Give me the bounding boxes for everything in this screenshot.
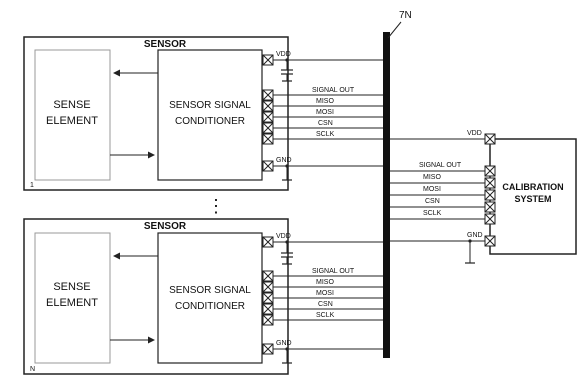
sensor-n-signal-out-pin (262, 270, 274, 282)
sensor-n-index: N (30, 366, 35, 373)
sensor-n-sclk-pin (262, 314, 274, 326)
sensor-n-conditioner-label-2: CONDITIONER (175, 301, 245, 312)
calibration-title-1: CALIBRATION (502, 182, 563, 192)
sensor-n-gnd-label: GND (276, 340, 292, 347)
calibration-csn-label: CSN (425, 198, 440, 205)
sensor-n-signal-out-label: SIGNAL OUT (312, 268, 355, 275)
calibration-title-2: SYSTEM (514, 194, 551, 204)
sensor-1-sclk-pin (262, 133, 274, 145)
sensor-1-signal-out-pin (262, 89, 274, 101)
calibration-gnd-label: GND (467, 232, 483, 239)
sensor-n-vdd-label: VDD (276, 233, 291, 240)
sensor-n-csn-label: CSN (318, 301, 333, 308)
sensor-1-sclk-label: SCLK (316, 131, 335, 138)
sensor-n-conditioner (157, 232, 263, 364)
sensor-1-csn-label: CSN (318, 120, 333, 127)
sensor-1-conditioner-label-1: SENSOR SIGNAL (169, 100, 251, 111)
sensor-1-gnd-label: GND (276, 157, 292, 164)
bus-label: 7N (399, 10, 412, 21)
calibration-mosi-pin (484, 189, 496, 201)
sensor-1: SENSOR 1 SENSE ELEMENT SENSOR SIGNAL CON… (23, 36, 383, 191)
sensor-n-box (23, 218, 289, 375)
sensor-n-vdd-pin (262, 236, 274, 248)
sensor-n: SENSOR N SENSE ELEMENT SENSOR SIGNAL CON… (23, 218, 383, 375)
calibration-csn-pin (484, 201, 496, 213)
bus-label-leader (387, 21, 402, 39)
calibration-signal-out-pin (484, 165, 496, 177)
calibration-mosi-label: MOSI (423, 186, 441, 193)
calibration-miso-pin (484, 177, 496, 189)
sensor-1-sense-label-1: SENSE (53, 99, 90, 111)
sensor-1-sense-label-2: ELEMENT (46, 115, 98, 127)
sensor-n-miso-pin (262, 281, 274, 293)
sensor-1-conditioner-label-2: CONDITIONER (175, 116, 245, 127)
sensor-1-miso-label: MISO (316, 98, 334, 105)
ellipsis: ⋮ (207, 196, 225, 216)
sensor-1-title: SENSOR (144, 39, 187, 50)
sensor-n-mosi-pin (262, 292, 274, 304)
sensor-n-miso-label: MISO (316, 279, 334, 286)
bus-bar (383, 32, 390, 358)
sensor-1-conditioner (157, 49, 263, 181)
sensor-n-csn-pin (262, 303, 274, 315)
calibration-vdd-pin (484, 133, 496, 145)
sensor-1-miso-pin (262, 100, 274, 112)
calibration-sclk-label: SCLK (423, 210, 442, 217)
calibration-system: CALIBRATION SYSTEM VDD SIGNAL OUT MISO M… (390, 130, 577, 264)
sensor-1-sense-element (34, 49, 111, 181)
sensor-1-vdd-pin (262, 54, 274, 66)
calibration-signal-out-label: SIGNAL OUT (419, 162, 462, 169)
calibration-gnd-pin (484, 235, 496, 247)
sensor-1-vdd-label: VDD (276, 51, 291, 58)
sensor-1-gnd-pin (262, 160, 274, 172)
sensor-1-index: 1 (30, 182, 34, 189)
sensor-n-sense-label-2: ELEMENT (46, 297, 98, 309)
sensor-n-gnd-pin (262, 343, 274, 355)
sensor-n-title: SENSOR (144, 221, 187, 232)
sensor-n-mosi-label: MOSI (316, 290, 334, 297)
sensor-1-box (23, 36, 289, 191)
sensor-1-mosi-pin (262, 111, 274, 123)
sensor-1-mosi-label: MOSI (316, 109, 334, 116)
sensor-n-sense-element (34, 232, 111, 364)
sensor-n-conditioner-label-1: SENSOR SIGNAL (169, 285, 251, 296)
calibration-miso-label: MISO (423, 174, 441, 181)
sensor-n-sclk-label: SCLK (316, 312, 335, 319)
calibration-vdd-label: VDD (467, 130, 482, 137)
sensor-1-csn-pin (262, 122, 274, 134)
sensor-1-signal-out-label: SIGNAL OUT (312, 87, 355, 94)
sensor-n-sense-label-1: SENSE (53, 281, 90, 293)
calibration-sclk-pin (484, 213, 496, 225)
